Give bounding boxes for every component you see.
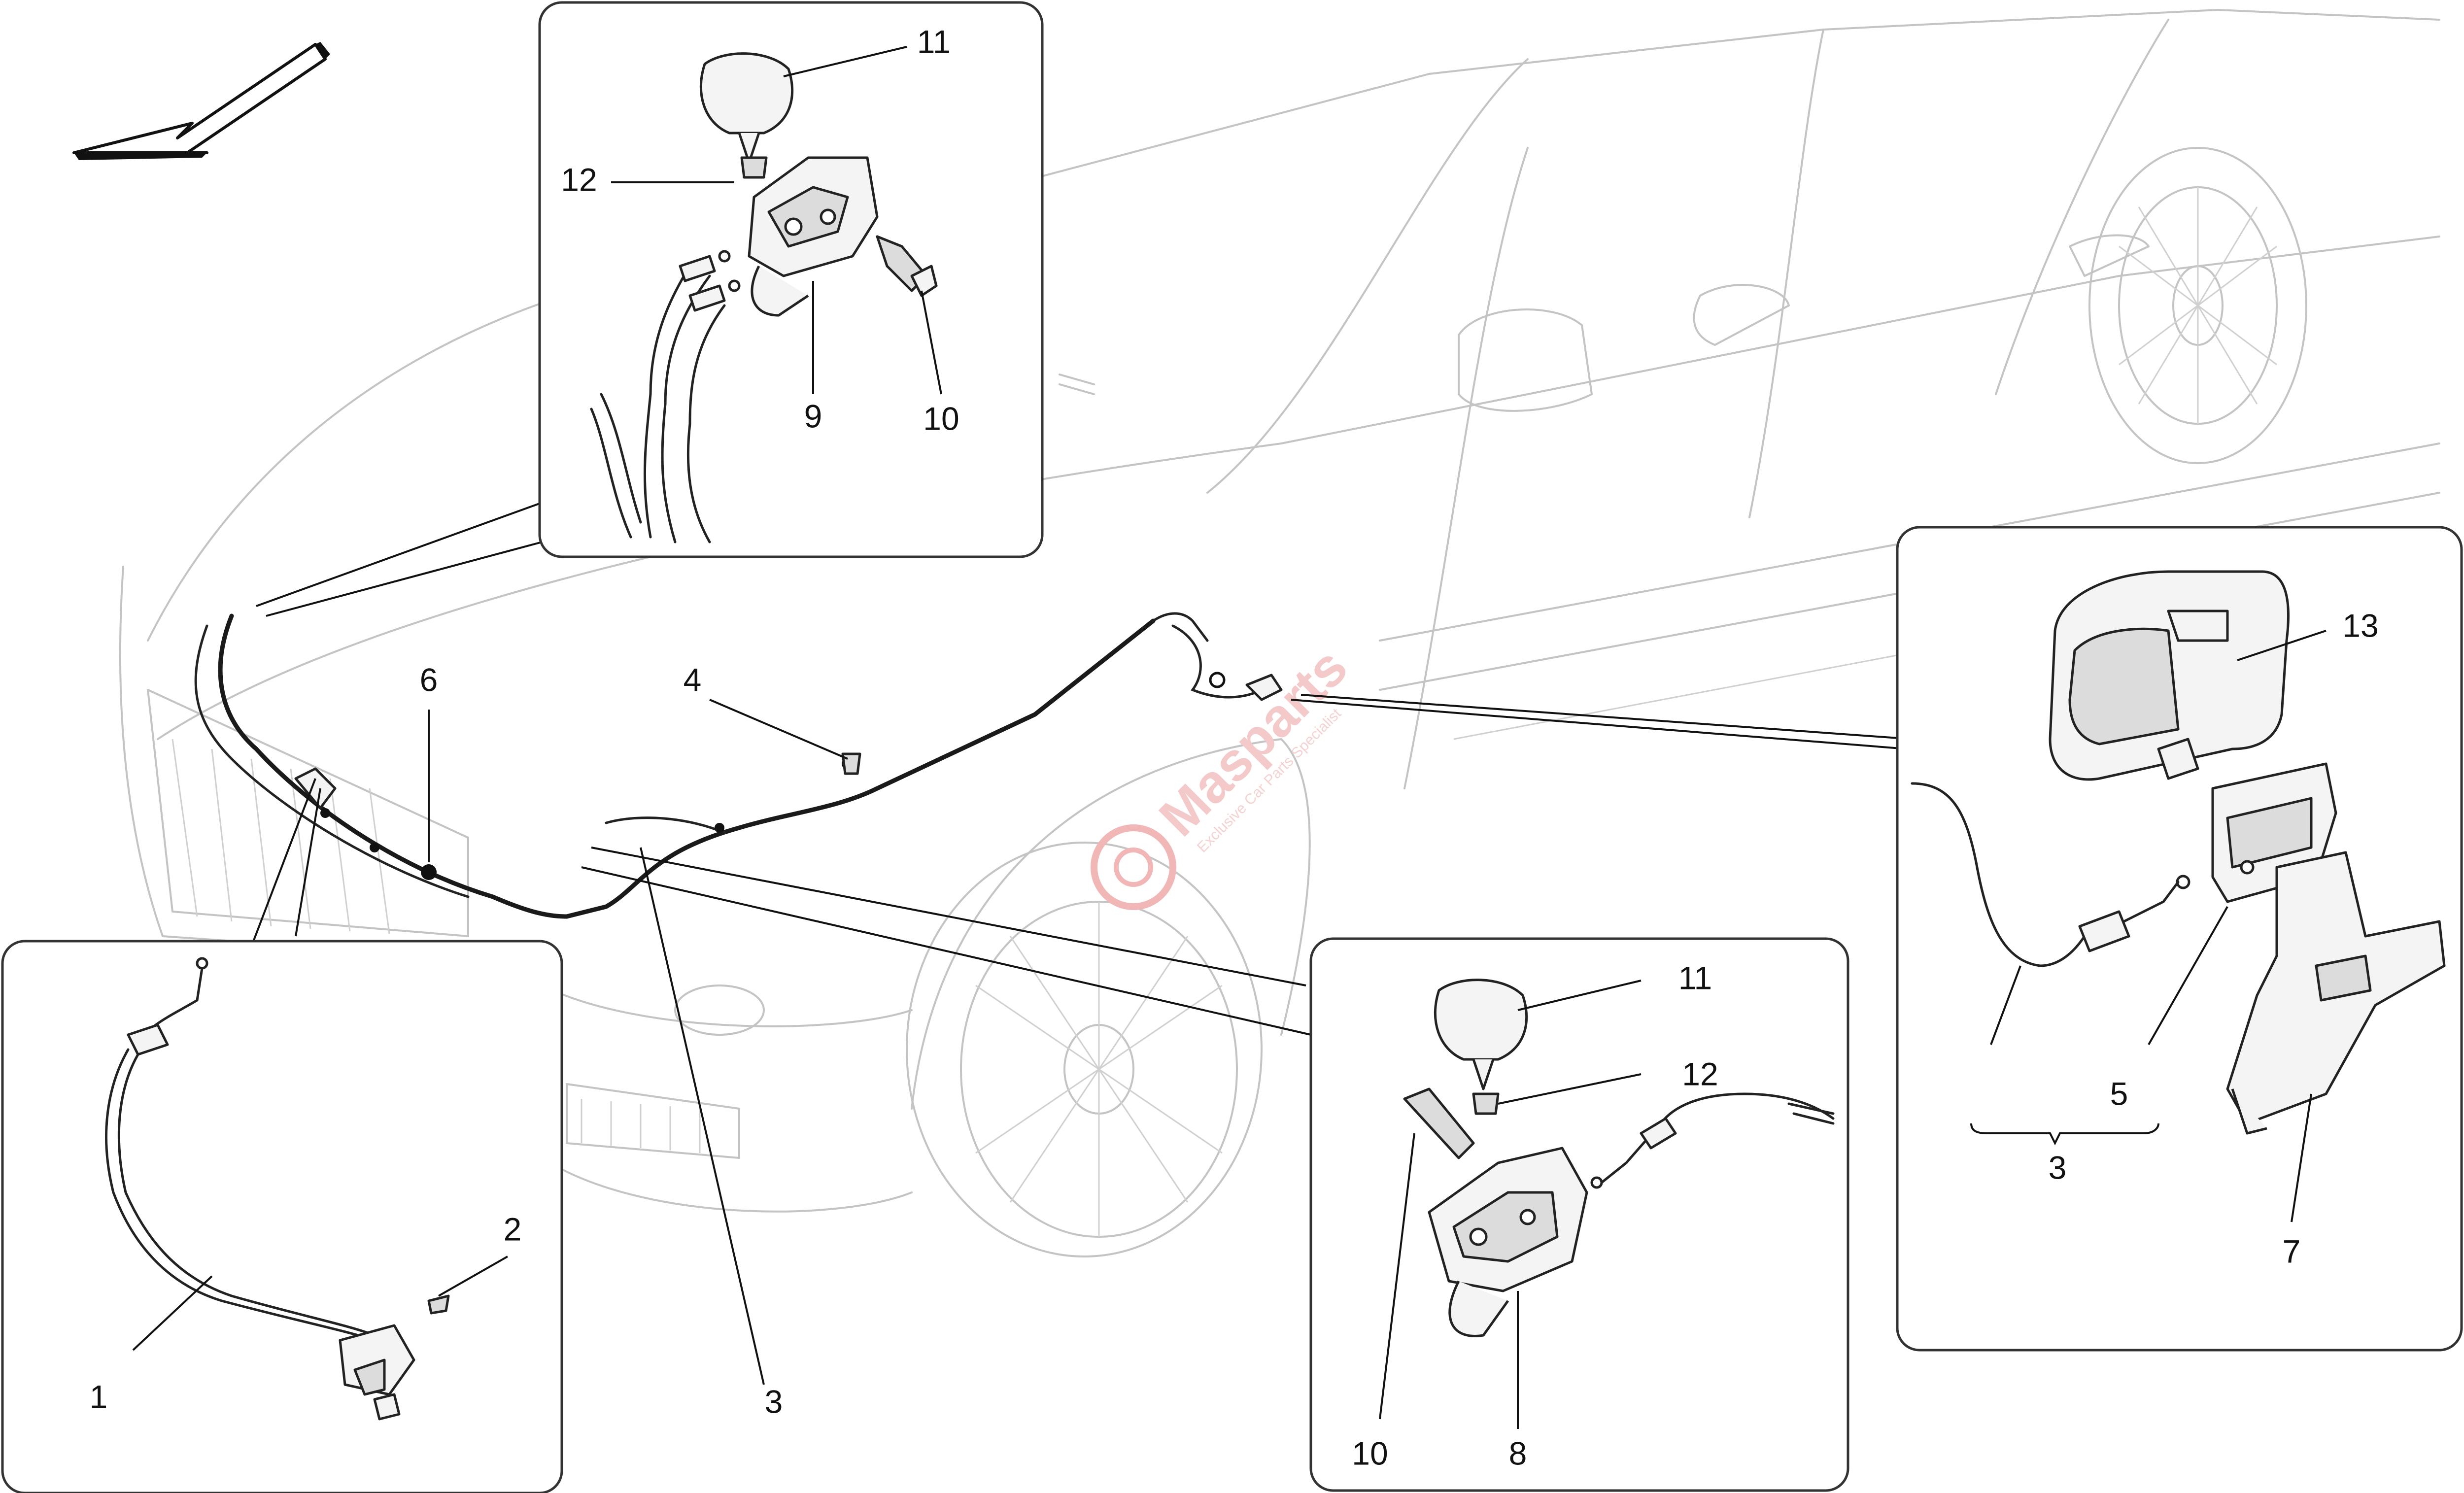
callout-8: 8 xyxy=(1509,1435,1527,1471)
cable-assembly xyxy=(194,612,1283,919)
callout-10-lower: 10 xyxy=(1352,1435,1388,1471)
connector-lines xyxy=(236,502,1913,1036)
callout-3-main: 3 xyxy=(765,1383,783,1420)
inset-lower-latch xyxy=(1309,937,1849,1492)
vehicle-outline xyxy=(119,9,2440,1257)
callout-3-inset: 3 xyxy=(2049,1149,2067,1186)
callout-5: 5 xyxy=(2110,1075,2128,1112)
callout-10-upper: 10 xyxy=(923,400,959,437)
callout-7: 7 xyxy=(2283,1233,2301,1269)
callout-4: 4 xyxy=(684,661,702,698)
watermark-brand: Masparts xyxy=(1148,637,1359,848)
callout-13: 13 xyxy=(2342,607,2378,644)
inset-release-handle xyxy=(1896,526,2463,1352)
direction-arrow-icon xyxy=(72,42,330,160)
inset-hood-latch xyxy=(538,1,1044,558)
callout-12-upper: 12 xyxy=(561,161,597,198)
inset-release-cable xyxy=(1,940,563,1493)
callout-9: 9 xyxy=(804,398,822,434)
main-leaders xyxy=(428,699,848,1385)
callout-12-lower: 12 xyxy=(1682,1055,1718,1092)
callout-labels: 11 12 9 10 6 4 3 2 1 11 12 10 8 13 5 3 7 xyxy=(90,23,2379,1471)
callout-1: 1 xyxy=(90,1378,108,1415)
callout-11-lower: 11 xyxy=(1678,959,1712,996)
callout-2: 2 xyxy=(504,1211,522,1247)
callout-11-upper: 11 xyxy=(917,23,951,60)
callout-6: 6 xyxy=(420,661,438,698)
